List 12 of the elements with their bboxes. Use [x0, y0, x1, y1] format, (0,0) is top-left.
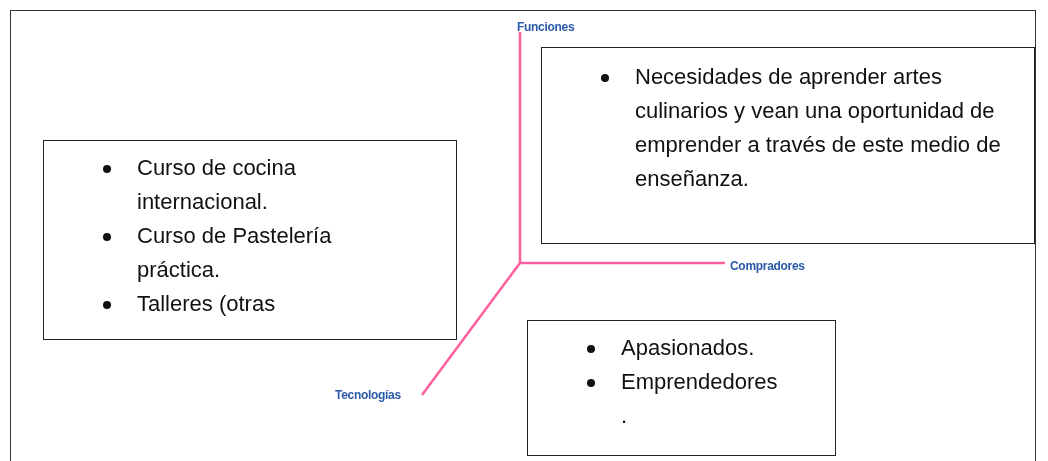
list-item-text: Emprendedores .: [621, 369, 778, 428]
text-box: [43, 140, 457, 340]
list-item-text: Curso de cocina internacional.: [137, 155, 296, 214]
list-item-text: Talleres (otras: [137, 291, 276, 316]
axis-label: Tecnologías: [335, 388, 401, 402]
list-item-text: Curso de Pastelería práctica.: [137, 223, 332, 282]
axis-label: Compradores: [730, 259, 805, 273]
list-item-text: Apasionados.: [621, 335, 755, 360]
axis-label: Funciones: [517, 20, 575, 34]
text-box: [541, 47, 1035, 244]
text-box: [527, 320, 836, 456]
list-item-text: Necesidades de aprender artes culinarios y vean una oportunidad de emprender a través de este medio de enseñanza.: [635, 64, 1001, 191]
